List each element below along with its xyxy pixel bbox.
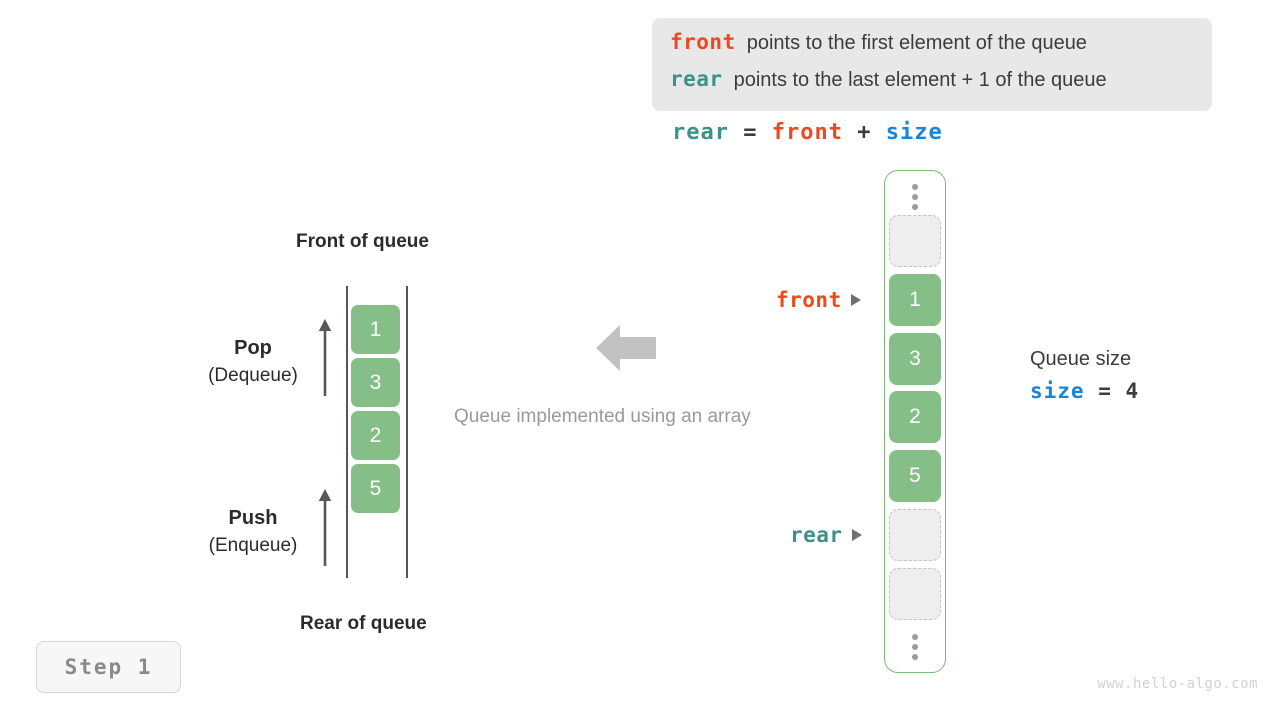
rear-of-queue-label: Rear of queue <box>300 613 427 634</box>
equation-rhs-size: size <box>885 120 943 145</box>
equation-lhs: rear <box>672 120 729 145</box>
queue-size-var: size <box>1030 379 1085 403</box>
array-ellipsis-top <box>885 184 945 210</box>
array-slot-empty <box>889 215 941 267</box>
pop-operation-label: Pop (Dequeue) <box>180 334 326 390</box>
ellipsis-dot <box>912 184 918 190</box>
pointer-rear-label: rear <box>790 523 843 547</box>
pop-subtitle: (Dequeue) <box>208 365 298 386</box>
legend-row-rear: rear points to the last element + 1 of t… <box>670 67 1194 104</box>
array-slot-filled: 2 <box>889 391 941 443</box>
queue-cell: 3 <box>351 358 400 407</box>
equation-plus: + <box>857 120 872 145</box>
equation-equals: = <box>743 120 758 145</box>
queue-cell: 1 <box>351 305 400 354</box>
queue-cell: 2 <box>351 411 400 460</box>
equation-rear-equals-front-plus-size: rear = front + size <box>672 120 943 145</box>
array-slot-filled: 5 <box>889 450 941 502</box>
push-operation-label: Push (Enqueue) <box>180 504 326 560</box>
push-subtitle: (Enqueue) <box>208 535 298 556</box>
ellipsis-dot <box>912 644 918 650</box>
queue-rail-left <box>346 286 348 578</box>
array-slot-empty <box>889 509 941 561</box>
center-caption: Queue implemented using an array <box>454 406 751 427</box>
queue-size-value: 4 <box>1125 379 1140 403</box>
legend-keyword-front: front <box>670 30 736 54</box>
legend-description-rear: points to the last element + 1 of the qu… <box>733 69 1107 91</box>
legend-description-front: points to the first element of the queue <box>746 32 1087 54</box>
array-slot-filled: 3 <box>889 333 941 385</box>
queue-size-expression: size = 4 <box>1030 374 1139 408</box>
array-slot-empty <box>889 568 941 620</box>
watermark: www.hello-algo.com <box>1097 676 1258 692</box>
step-badge: Step 1 <box>36 641 181 693</box>
pointer-front: front <box>776 288 861 312</box>
queue-size-equals: = <box>1098 379 1112 403</box>
equation-rhs-front: front <box>771 120 843 145</box>
pop-title: Pop <box>234 337 272 359</box>
array-ellipsis-bottom <box>885 634 945 660</box>
ellipsis-dot <box>912 204 918 210</box>
queue-rail-right <box>406 286 408 578</box>
array-container: 1 3 2 5 <box>884 170 946 673</box>
push-title: Push <box>228 507 278 529</box>
left-arrow-icon <box>596 325 656 371</box>
pointer-triangle-icon <box>851 529 862 541</box>
array-slot-filled: 1 <box>889 274 941 326</box>
legend-row-front: front points to the first element of the… <box>670 30 1194 67</box>
ellipsis-dot <box>912 634 918 640</box>
queue-cell: 5 <box>351 464 400 513</box>
pointer-rear: rear <box>790 523 862 547</box>
pop-up-arrow-icon <box>318 319 332 396</box>
pointer-front-label: front <box>776 288 842 312</box>
ellipsis-dot <box>912 194 918 200</box>
pointer-triangle-icon <box>850 294 861 306</box>
legend-keyword-rear: rear <box>670 67 723 91</box>
legend-box: front points to the first element of the… <box>652 18 1212 111</box>
push-up-arrow-icon <box>318 489 332 566</box>
front-of-queue-label: Front of queue <box>296 231 429 252</box>
queue-size-title: Queue size <box>1030 348 1132 370</box>
queue-size-block: Queue size size = 4 <box>1030 344 1139 408</box>
ellipsis-dot <box>912 654 918 660</box>
